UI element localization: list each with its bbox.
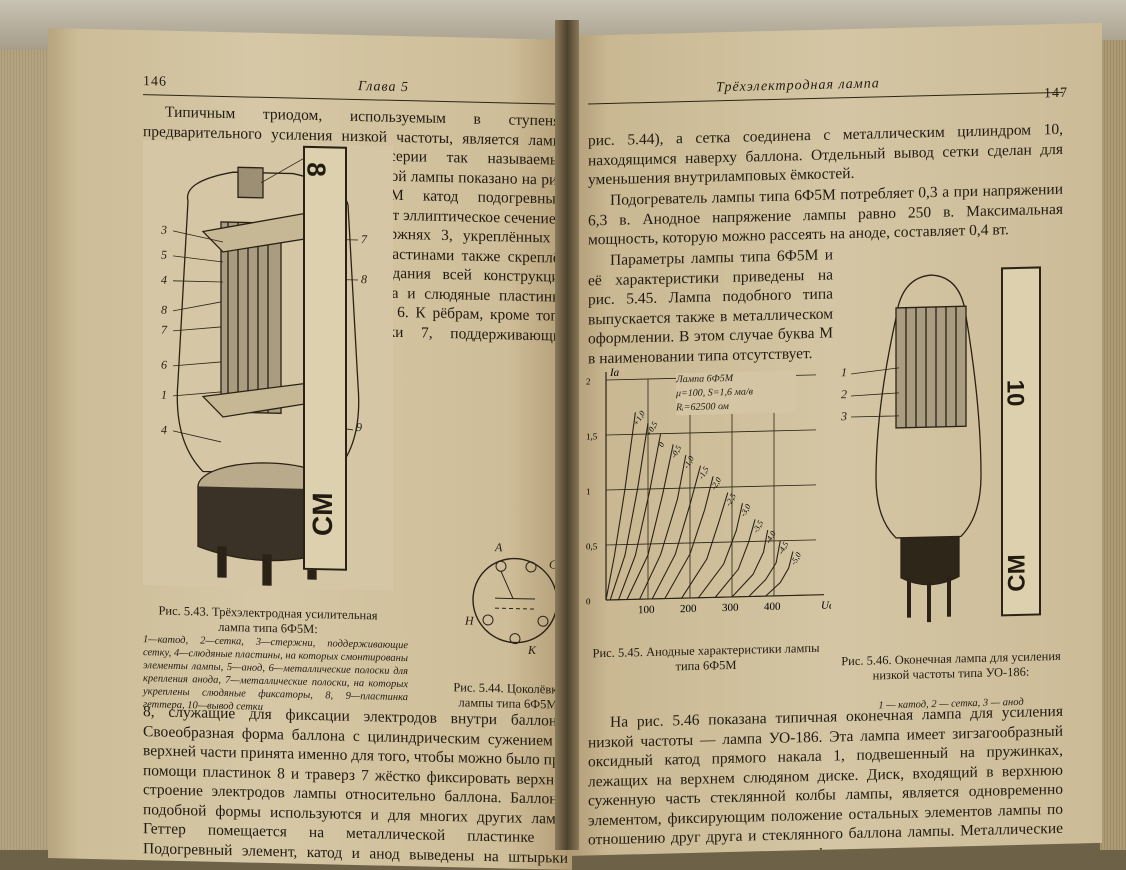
label-6: 6	[161, 357, 167, 372]
series-line-12	[765, 551, 794, 597]
label-3: 3	[161, 222, 167, 237]
y-axis-label: Iа	[609, 367, 620, 379]
cm-scale-left: 8 CM	[301, 145, 347, 571]
series-label-2: 0	[657, 441, 667, 449]
label-9: 9	[356, 419, 362, 435]
label-1: 1	[161, 387, 167, 402]
scale-top-label: 8	[301, 162, 332, 178]
figure-5-46: 1 2 3 10 CM	[841, 254, 1071, 635]
series-line-1	[609, 422, 649, 601]
left-page: 146 Глава 5 Типичным триодом, используем…	[48, 28, 572, 870]
y-tick-label-3: 1,5	[586, 431, 598, 441]
pin-k: К	[528, 642, 536, 658]
series-line-9	[714, 519, 756, 598]
running-head-left: Глава 5	[358, 79, 409, 96]
chart-box-ri: Rᵢ=62500 ом	[676, 401, 729, 414]
figure-5-43: 10 3 5 4 8 7 6 1 4 9 7 8	[143, 140, 393, 591]
tube-6f5m-drawing	[172, 158, 360, 586]
y-tick-label-1: 0,5	[586, 541, 598, 551]
x-tick-label-0: 100	[638, 604, 655, 616]
y-tick-label-0: 0	[586, 596, 591, 606]
grid-h-3	[606, 429, 816, 436]
running-head-right: Трёхэлектродная лампа	[716, 76, 880, 96]
scale-bottom-label: CM	[306, 492, 338, 537]
series-label-3: -0,5	[669, 444, 683, 459]
series-line-6	[664, 476, 714, 599]
right-para-3: Параметры лампы типа 6Ф5М и её характери…	[588, 246, 833, 367]
series-label-6: -2,0	[709, 476, 723, 491]
series-line-5	[651, 465, 702, 600]
series-line-2	[618, 433, 662, 600]
series-line-7	[681, 492, 729, 599]
series-line-4	[639, 454, 687, 600]
x-tick-label-1: 200	[680, 603, 697, 615]
fig-5-46-caption: Рис. 5.46. Оконечная лампа для усиления …	[841, 648, 1061, 683]
tube-uo186-drawing	[850, 274, 982, 623]
series-line-10	[731, 529, 769, 598]
label-8: 8	[161, 302, 167, 317]
header-rule-right	[588, 91, 1063, 105]
series-label-5: -1,5	[696, 465, 710, 480]
series-label-12: -5,0	[789, 551, 803, 566]
series-label-11: -4,5	[776, 540, 790, 555]
grid-h-2	[606, 484, 816, 491]
label-8b: 8	[361, 272, 367, 287]
series-line-3	[626, 444, 674, 600]
right-para-1: рис. 5.44), а сетка соединена с металлич…	[588, 120, 1063, 189]
y-tick-label-2: 1	[586, 486, 590, 496]
label-1: 1	[841, 365, 847, 380]
label-5: 5	[161, 247, 167, 262]
grid-h-1	[606, 539, 816, 546]
series-line-8	[697, 503, 744, 599]
x-axis-label: Uа	[821, 599, 831, 611]
scale-bottom-label: CM	[1003, 553, 1031, 592]
right-page: Трёхэлектродная лампа 147 рис. 5.44), а …	[566, 22, 1102, 856]
x-tick-label-3: 400	[764, 601, 781, 613]
label-7: 7	[161, 322, 167, 337]
scale-top-label: 10	[1001, 379, 1029, 407]
cm-scale-right: 10 CM	[1001, 266, 1041, 617]
fig-5-45-caption: Рис. 5.45. Анодные характеристики лампы …	[592, 640, 820, 673]
y-tick-label-4: 2	[586, 376, 590, 386]
fig-5-44-caption: Рис. 5.44. Цоколёвка лампы типа 6Ф5М	[453, 679, 563, 712]
label-4: 4	[161, 272, 167, 287]
series-label-1: +0,5	[644, 420, 659, 438]
series-label-0: +1,0	[631, 409, 646, 427]
series-line-11	[748, 540, 781, 597]
page-edges-right	[1100, 40, 1126, 850]
page-number-left: 146	[143, 74, 167, 90]
series-label-7: -2,5	[724, 492, 738, 507]
pin-h1: Н	[465, 613, 474, 628]
label-3: 3	[841, 409, 847, 424]
page-number-right: 147	[1044, 85, 1068, 102]
right-para-4: На рис. 5.46 показана типичная оконечная…	[588, 702, 1063, 856]
series-label-4: -1,0	[682, 455, 696, 470]
book-gutter	[555, 20, 579, 850]
series-line-0	[605, 412, 636, 601]
x-axis	[606, 594, 824, 601]
label-7b: 7	[361, 232, 367, 247]
right-para-2: Подогреватель лампы типа 6Ф5М потребляет…	[588, 180, 1063, 249]
pin-a: А	[495, 540, 503, 555]
label-2: 2	[841, 387, 847, 402]
series-label-9: -3,5	[751, 519, 765, 534]
chart-param-box: Лампа 6Ф5М μ=100, S=1,6 ма/в Rᵢ=62500 ом	[676, 370, 796, 416]
page-edges-left	[0, 50, 50, 850]
x-tick-label-2: 300	[722, 602, 739, 614]
label-4b: 4	[161, 422, 167, 437]
series-label-8: -3,0	[738, 503, 752, 518]
series-label-10: -4,0	[764, 530, 778, 545]
